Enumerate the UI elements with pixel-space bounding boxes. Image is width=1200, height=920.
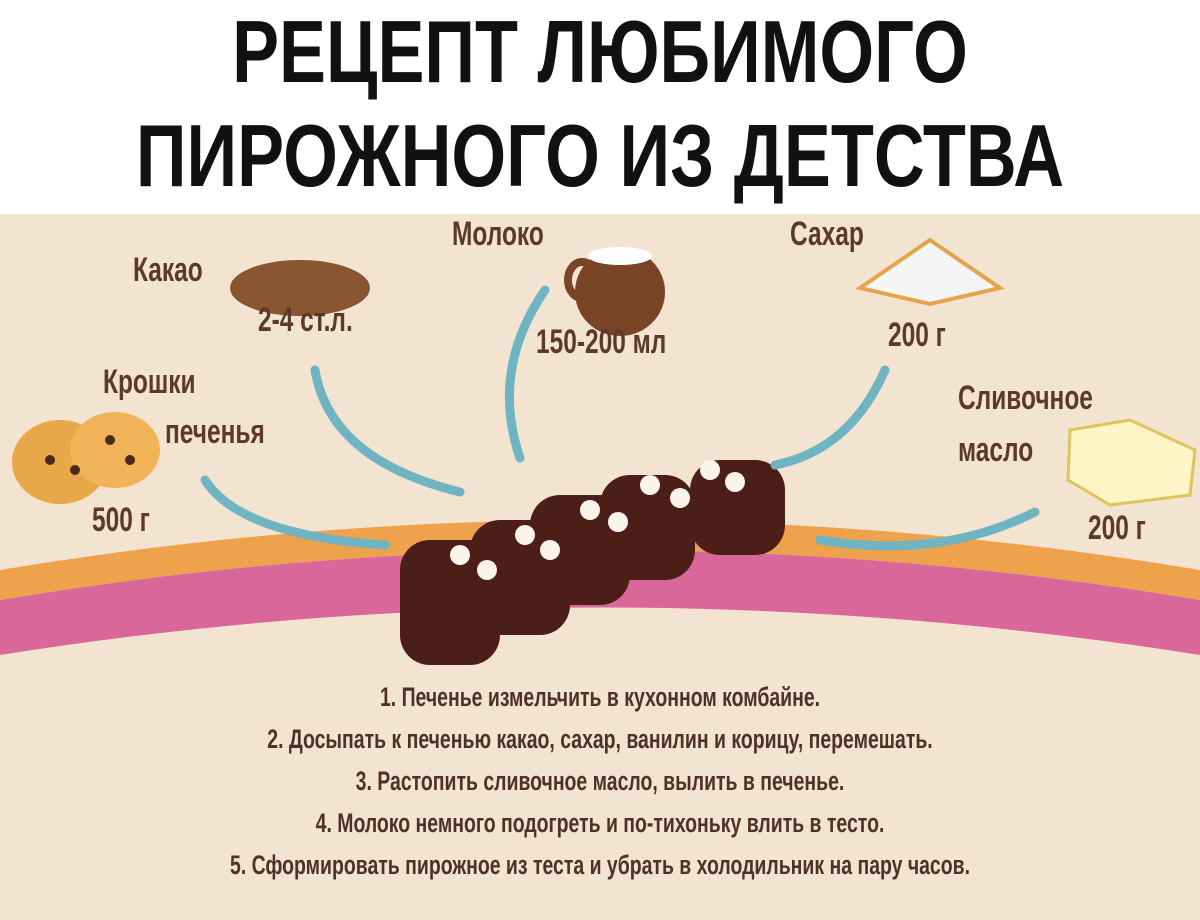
milk-jug-icon [564,247,665,336]
title-header: РЕЦЕПТ ЛЮБИМОГО ПИРОЖНОГО ИЗ ДЕТСТВА [0,0,1200,214]
sugar-label: Сахар [790,215,864,253]
arrow-butter [815,507,1040,551]
arrow-crumbs [200,475,390,550]
sugar-amount: 200 г [888,316,946,354]
crumbs-label-1: Крошки [103,363,196,401]
title-line-1: РЕЦЕПТ ЛЮБИМОГО [232,2,968,101]
title-line-2: ПИРОЖНОГО ИЗ ДЕТСТВА [135,106,1065,205]
step-2: 2. Досыпать к печенью какао, сахар, вани… [267,724,933,754]
butter-label-2: масло [958,431,1034,469]
cocoa-amount: 2-4 ст.л. [258,301,353,339]
step-4: 4. Молоко немного подогреть и по-тихоньк… [315,808,885,838]
cocoa-label: Какао [133,251,203,289]
step-1: 1. Печенье измельчить в кухонном комбайн… [379,682,821,712]
butter-amount: 200 г [1088,509,1146,547]
cookies-icon [12,412,160,504]
butter-icon [1066,418,1197,507]
illustration [0,237,1200,665]
crumbs-amount: 500 г [92,501,150,539]
milk-amount: 150-200 мл [536,323,667,361]
sugar-pile-icon [855,237,1005,307]
butter-label-1: Сливочное [958,379,1093,417]
orange-band [0,520,1200,600]
recipe-steps: 1. Печенье измельчить в кухонном комбайн… [0,676,1200,886]
cakes-icon [400,460,785,665]
arrow-cocoa [310,365,465,497]
arrow-sugar [770,365,890,470]
crumbs-label-2: печенья [165,413,265,451]
arrow-milk [504,285,550,463]
step-5: 5. Сформировать пирожное из теста и убра… [230,850,970,880]
cocoa-pile-icon [230,260,370,316]
step-3: 3. Растопить сливочное масло, вылить в п… [355,766,845,796]
milk-label: Молоко [452,215,544,253]
